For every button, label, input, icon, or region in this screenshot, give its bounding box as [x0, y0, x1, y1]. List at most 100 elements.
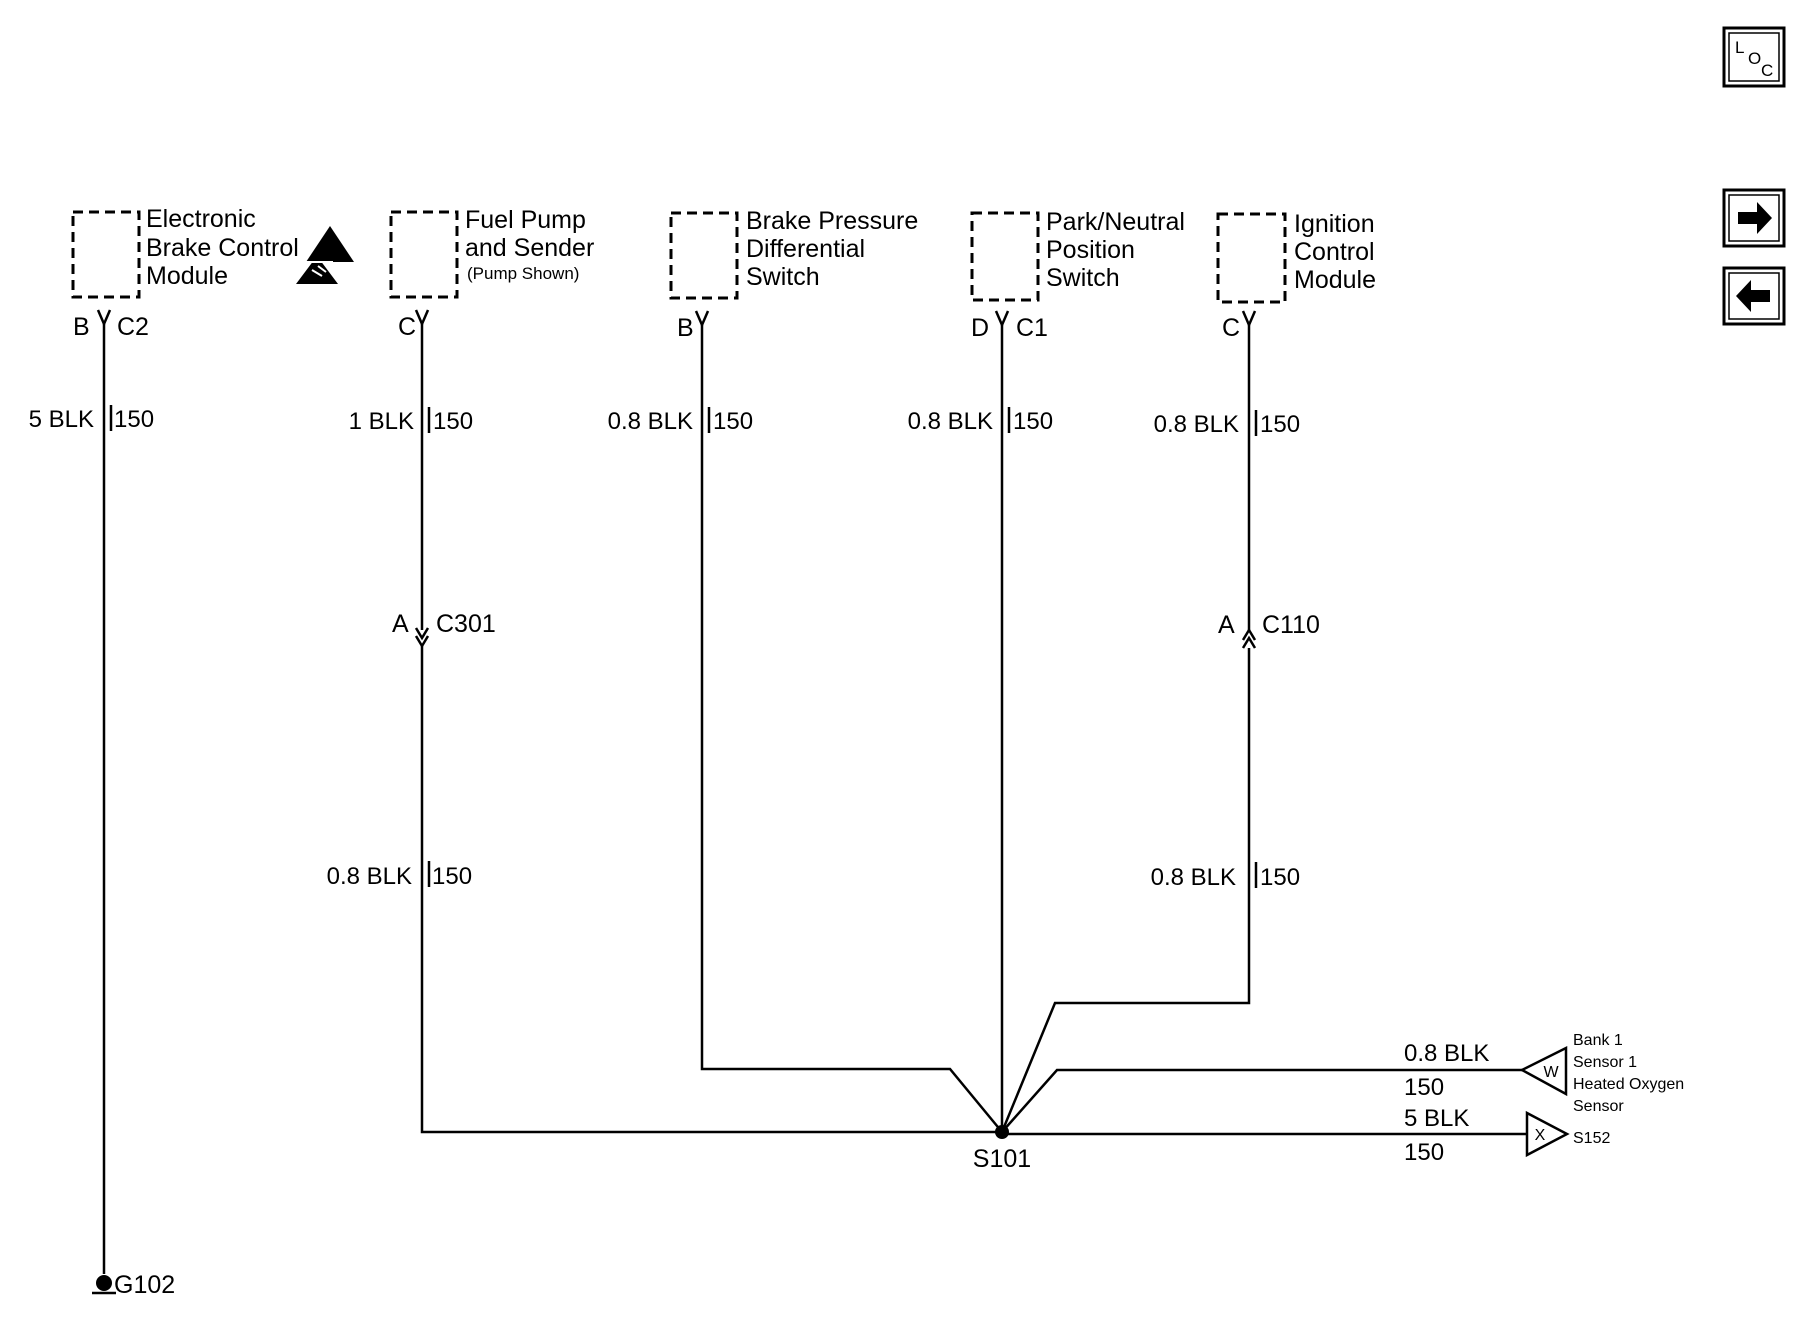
- component-label-line: Fuel Pump: [465, 206, 586, 234]
- wire-fuel-lower: [420, 645, 1002, 1134]
- pins: B C2 C B D C1 C: [73, 309, 1257, 342]
- svg-text:L: L: [1735, 38, 1744, 57]
- wire-label: 5 BLK: [29, 406, 94, 433]
- wires: [102, 324, 1527, 1274]
- pin-label: B: [73, 313, 90, 341]
- component-box: [1216, 212, 1287, 304]
- svg-text:C: C: [1761, 61, 1773, 80]
- connector-y-symbol: [1241, 310, 1257, 329]
- connector-arrow: [414, 635, 430, 649]
- splice-label: S101: [973, 1145, 1031, 1173]
- pin-label: D: [971, 314, 989, 342]
- circuit-label: 150: [1260, 411, 1300, 438]
- circuit-label: 150: [1404, 1139, 1444, 1166]
- component-brake-pressure-switch: Brake Pressure Differential Switch: [669, 207, 918, 300]
- destination-label-line: S152: [1573, 1130, 1610, 1147]
- wire-label: 0.8 BLK: [608, 408, 693, 435]
- connector-label: C2: [117, 313, 149, 341]
- connector-arrow: [1241, 635, 1257, 649]
- wire-label: 0.8 BLK: [908, 408, 993, 435]
- component-ebcm: Electronic Brake Control Module: [71, 205, 354, 299]
- wire-label: 5 BLK: [1404, 1105, 1469, 1132]
- inline-connector-c301: A C301: [392, 610, 496, 649]
- component-box: [389, 210, 459, 299]
- destination-label-line: Sensor 1: [1573, 1054, 1637, 1071]
- wire-branch-w: [1001, 1068, 1522, 1133]
- connector-arrow: [1241, 627, 1257, 641]
- component-box: [71, 210, 141, 299]
- wire-label: 0.8 BLK: [1154, 411, 1239, 438]
- location-button[interactable]: L O C: [1722, 26, 1786, 88]
- component-label-line: Park/Neutral: [1046, 208, 1185, 236]
- wire-icm-lower: [1000, 648, 1251, 1133]
- circuit-label: 150: [432, 863, 472, 890]
- wire-label: 1 BLK: [349, 408, 414, 435]
- connector-y-symbol: [694, 310, 710, 329]
- connector-arrow: [414, 627, 430, 641]
- arrow-left-icon: [1736, 280, 1770, 312]
- circuit-label: 150: [713, 408, 753, 435]
- component-park-neutral-switch: Park/Neutral Position Switch: [970, 208, 1185, 302]
- wire-label: 0.8 BLK: [1404, 1040, 1489, 1067]
- destination-label-line: Sensor: [1573, 1098, 1624, 1115]
- svg-text:O: O: [1748, 49, 1761, 68]
- connector-y-symbol: [994, 310, 1010, 329]
- circuit-label: 150: [1260, 864, 1300, 891]
- branch-letter: W: [1543, 1064, 1559, 1081]
- component-note: (Pump Shown): [467, 264, 579, 283]
- inline-connector-label: C110: [1262, 611, 1320, 639]
- component-label-line: Module: [1294, 266, 1376, 294]
- component-label-line: Electronic: [146, 205, 256, 233]
- branch-letter: X: [1535, 1127, 1546, 1144]
- destination-label-line: Bank 1: [1573, 1032, 1623, 1049]
- inline-connector-c110: A C110: [1218, 611, 1320, 649]
- branch-x: X S152: [1525, 1110, 1610, 1158]
- branch-connector-triangle: [1519, 1045, 1568, 1097]
- previous-button-inner-frame: [1728, 272, 1780, 320]
- connector-y-symbol: [414, 309, 430, 328]
- component-label-line: Brake Pressure: [746, 207, 918, 235]
- wire-labels: 5 BLK 150 1 BLK 150 0.8 BLK 150 0.8 BLK …: [29, 405, 1489, 1166]
- component-box: [669, 211, 739, 300]
- branch-connector-triangle: [1525, 1110, 1570, 1158]
- component-label-line: Ignition: [1294, 210, 1375, 238]
- component-fuel-pump: Fuel Pump and Sender (Pump Shown): [389, 206, 594, 299]
- inline-pin-label: A: [1218, 611, 1235, 639]
- component-box: [970, 211, 1040, 302]
- destination-label-line: Heated Oxygen: [1573, 1076, 1684, 1093]
- component-label-line: and Sender: [465, 234, 594, 262]
- pin-label: B: [677, 314, 694, 342]
- wire-brake-switch: [700, 325, 1003, 1133]
- location-button-inner-frame: [1728, 32, 1780, 82]
- wire-label: 0.8 BLK: [1151, 864, 1236, 891]
- location-icon: L O C: [1735, 38, 1773, 80]
- circuit-label: 150: [1013, 408, 1053, 435]
- ground-icon: [92, 1275, 116, 1295]
- wire-label: 0.8 BLK: [327, 863, 412, 890]
- inline-pin-label: A: [392, 610, 409, 638]
- ground-g102: G102: [92, 1271, 175, 1299]
- splice-s101: S101: [973, 1125, 1031, 1173]
- location-button-frame[interactable]: [1722, 26, 1786, 88]
- next-button-inner-frame: [1728, 194, 1780, 242]
- circuit-label: 150: [433, 408, 473, 435]
- connector-label: C1: [1016, 314, 1048, 342]
- component-label-line: Brake Control: [146, 234, 299, 262]
- component-label-line: Control: [1294, 238, 1375, 266]
- connector-y-symbol: [96, 309, 112, 328]
- ground-label: G102: [114, 1271, 175, 1299]
- inline-connector-label: C301: [436, 610, 496, 638]
- esd-sensitive-icon: [296, 226, 354, 284]
- splice-dot: [995, 1125, 1009, 1139]
- component-label-line: Module: [146, 262, 228, 290]
- branch-w: W Bank 1 Sensor 1 Heated Oxygen Sensor: [1519, 1032, 1684, 1115]
- component-label-line: Switch: [1046, 264, 1120, 292]
- circuit-label: 150: [114, 406, 154, 433]
- circuit-label: 150: [1404, 1074, 1444, 1101]
- arrow-right-icon: [1738, 202, 1772, 234]
- previous-button[interactable]: [1722, 266, 1786, 326]
- component-ignition-control-module: Ignition Control Module: [1216, 210, 1376, 304]
- pin-label: C: [1222, 314, 1240, 342]
- next-button[interactable]: [1722, 188, 1786, 248]
